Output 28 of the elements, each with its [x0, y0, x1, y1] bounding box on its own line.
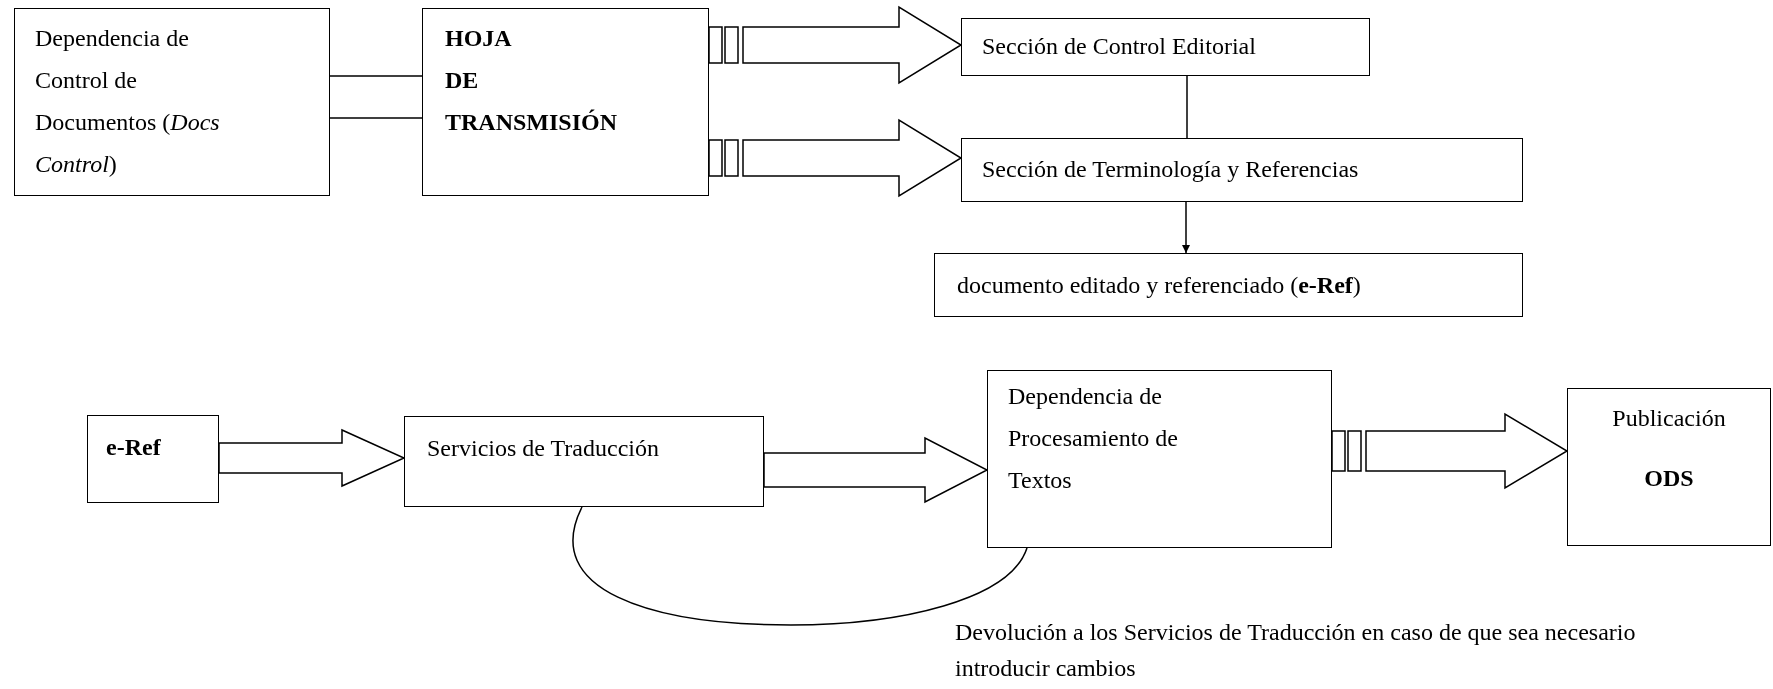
block-arrow: [1331, 412, 1569, 490]
process-box: [1567, 388, 1771, 546]
process-box: [14, 8, 330, 196]
box-text: Publicación: [1611, 404, 1727, 433]
box-text: ODS: [1643, 464, 1695, 493]
process-box: [961, 138, 1523, 202]
box-text: Sección de Terminología y Referencias: [982, 155, 1360, 184]
process-box: [87, 415, 219, 503]
box-text: Dependencia de Control de Documentos (Docs Control): [35, 24, 221, 179]
connector-line: [1186, 75, 1188, 139]
process-box: [422, 8, 709, 196]
box-text: Servicios de Traducción: [427, 434, 660, 463]
block-arrow: [708, 118, 963, 198]
box-text: Sección de Control Editorial: [982, 32, 1257, 61]
process-box: [404, 416, 764, 507]
box-text: e-Ref: [106, 433, 162, 462]
box-text: documento editado y referenciado (e-Ref): [957, 271, 1362, 300]
process-box: [961, 18, 1370, 76]
box-text: Dependencia de Procesamiento de Textos: [1008, 382, 1179, 495]
block-arrow: [763, 436, 989, 504]
arrow: [1182, 201, 1190, 254]
box-text: HOJA DE TRANSMISIÓN: [445, 24, 619, 137]
block-arrow: [218, 428, 406, 488]
process-box: [934, 253, 1523, 317]
block-arrow: [708, 5, 963, 85]
curved-connector: [572, 506, 1028, 626]
double-line-connector: [329, 75, 423, 119]
process-box: [987, 370, 1332, 548]
